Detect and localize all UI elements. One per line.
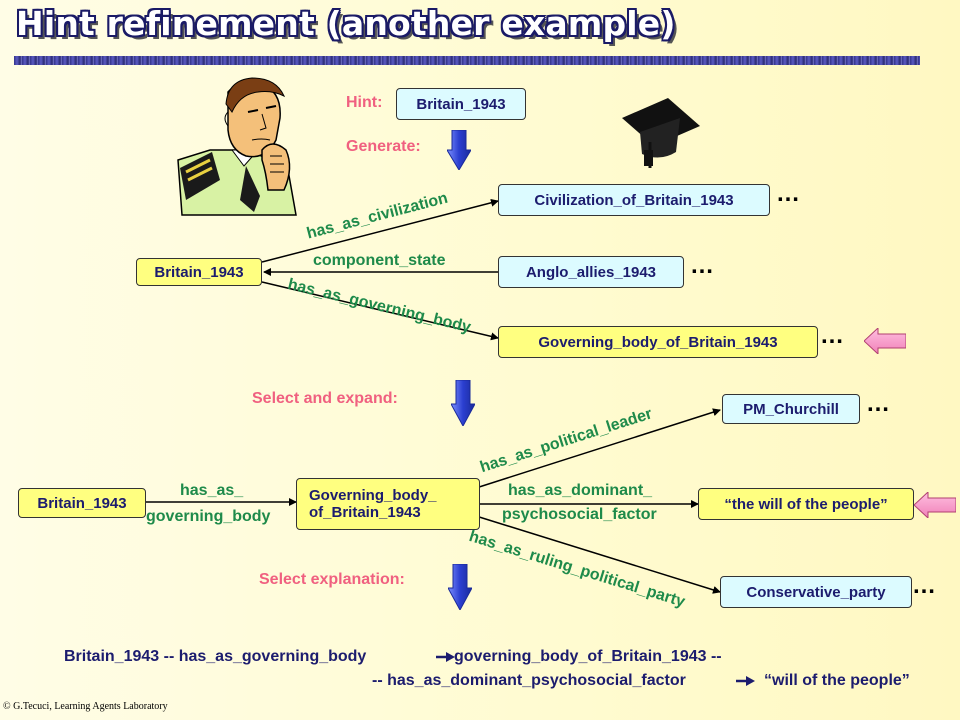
select-expand-label: Select and expand: — [252, 390, 398, 407]
node-will-of-the-people[interactable]: “the will of the people” — [698, 488, 914, 520]
explanation-line2-end: “will of the people” — [764, 672, 910, 689]
node-text-line: of_Britain_1943 — [309, 504, 421, 521]
node-pm-churchill[interactable]: PM_Churchill — [722, 394, 860, 424]
more-ellipsis: … — [690, 252, 715, 279]
hint-value-box[interactable]: Britain_1943 — [396, 88, 526, 120]
node-britain-1943-bottom[interactable]: Britain_1943 — [18, 488, 146, 518]
slide-title: Hint refinement (another example) — [16, 4, 676, 43]
explanation-arrow-icon — [736, 676, 755, 686]
edge-label-has-as-dominant-line1: has_as_dominant_ — [508, 482, 653, 499]
node-britain-1943[interactable]: Britain_1943 — [136, 258, 262, 286]
footer-copyright: © G.Tecuci, Learning Agents Laboratory — [3, 701, 168, 712]
node-conservative-party[interactable]: Conservative_party — [720, 576, 912, 608]
title-underline-bar — [14, 56, 920, 65]
node-anglo-allies[interactable]: Anglo_allies_1943 — [498, 256, 684, 288]
edge-label-has-as-dominant-line2: psychosocial_factor — [502, 506, 657, 523]
explanation-line1-start: Britain_1943 -- has_as_governing_body — [64, 648, 367, 665]
generate-label: Generate: — [346, 138, 421, 155]
node-civilization-of-britain[interactable]: Civilization_of_Britain_1943 — [498, 184, 770, 216]
node-governing-body-of-britain[interactable]: Governing_body_ of_Britain_1943 — [296, 478, 480, 530]
pointer-arrow-icon — [864, 328, 906, 354]
hint-label: Hint: — [346, 94, 383, 111]
down-arrow-icon — [448, 564, 472, 610]
more-ellipsis: … — [866, 390, 891, 417]
explanation-line2-start: -- has_as_dominant_psychosocial_factor — [372, 672, 686, 689]
graduation-cap-icon — [622, 98, 700, 168]
node-text-line: Governing_body_ — [309, 487, 437, 504]
down-arrow-icon — [451, 380, 475, 426]
edge-label-has-as-line2: governing_body — [146, 508, 271, 525]
more-ellipsis: … — [912, 572, 937, 599]
down-arrow-icon — [447, 130, 471, 170]
thinking-man-icon — [177, 77, 297, 216]
more-ellipsis: … — [776, 180, 801, 207]
explanation-arrow-icon — [436, 652, 455, 662]
pointer-arrow-icon — [914, 492, 956, 518]
more-ellipsis: … — [820, 322, 845, 349]
select-explanation-label: Select explanation: — [259, 571, 405, 588]
edge-label-component-state: component_state — [313, 252, 446, 269]
explanation-line1-end: governing_body_of_Britain_1943 -- — [454, 648, 722, 665]
node-governing-body[interactable]: Governing_body_of_Britain_1943 — [498, 326, 818, 358]
edge-label-has-as-line1: has_as_ — [180, 482, 244, 499]
